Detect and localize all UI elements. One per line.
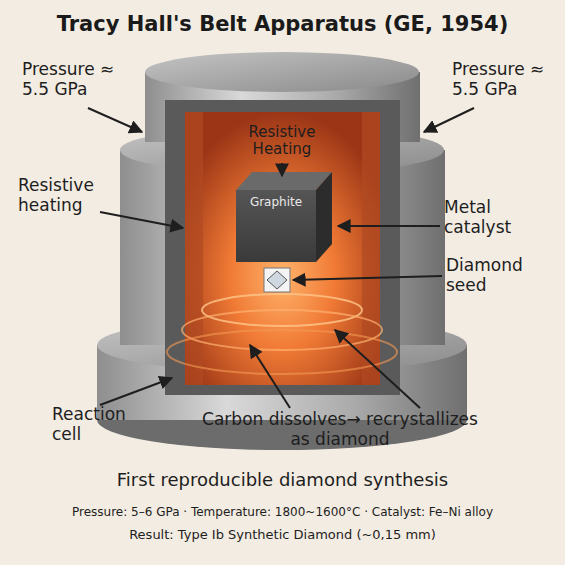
graphite-block: Graphite bbox=[236, 190, 316, 262]
cube-top-face bbox=[236, 172, 332, 190]
part-label: Metal catalyst bbox=[444, 198, 554, 237]
cube-side-face bbox=[316, 172, 332, 262]
caption: First reproducible diamond synthesis bbox=[0, 470, 565, 491]
leader-arrow bbox=[88, 108, 142, 132]
spec-note: Pressure: 5–6 GPa · Temperature: 1800~16… bbox=[0, 506, 565, 520]
part-label: Carbon dissolves→ recrystallizes as diam… bbox=[200, 410, 480, 449]
part-label: Diamond seed bbox=[446, 256, 556, 295]
part-label: Resistive Heating bbox=[222, 124, 342, 159]
spec-note: Result: Type Ib Synthetic Diamond (~0,15… bbox=[0, 528, 565, 543]
anvil-top bbox=[145, 52, 419, 92]
part-label: Pressure ≈ 5.5 GPa bbox=[452, 60, 557, 99]
part-label: Resistive heating bbox=[18, 176, 118, 215]
leader-arrow bbox=[100, 378, 172, 405]
heater-wall bbox=[185, 112, 203, 385]
leader-arrow bbox=[335, 330, 420, 408]
leader-arrow bbox=[293, 276, 442, 280]
leader-arrow bbox=[100, 212, 183, 228]
part-label: Pressure ≈ 5.5 GPa bbox=[22, 60, 122, 99]
glow-ring bbox=[167, 330, 397, 374]
leader-arrow bbox=[338, 225, 440, 227]
title: Tracy Hall's Belt Apparatus (GE, 1954) bbox=[0, 12, 565, 36]
heater-wall bbox=[362, 112, 380, 385]
seed-holder bbox=[264, 268, 290, 292]
leader-arrow bbox=[424, 108, 474, 132]
part-label: Reaction cell bbox=[52, 405, 152, 444]
leader-arrow bbox=[250, 345, 290, 408]
node-label: Graphite bbox=[236, 196, 316, 210]
leader-arrow bbox=[281, 163, 283, 176]
diamond-seed bbox=[267, 271, 287, 289]
cutaway-wall bbox=[165, 100, 400, 395]
